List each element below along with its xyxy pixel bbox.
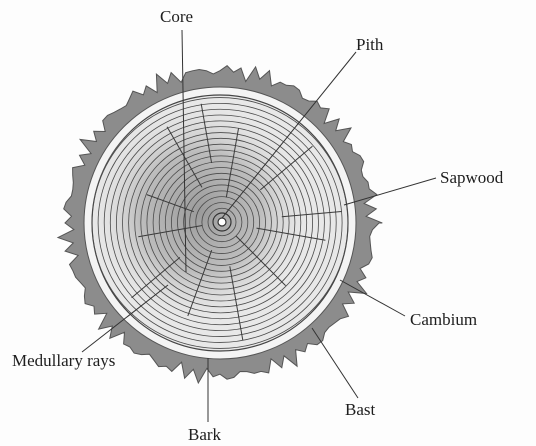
bark-label: Bark (188, 426, 221, 443)
sapwood-label: Sapwood (440, 169, 503, 186)
cambium-label: Cambium (410, 311, 477, 328)
bast-leader-line (312, 328, 358, 398)
medullary-rays-label: Medullary rays (12, 352, 115, 369)
pith-center (218, 218, 226, 226)
pith-label: Pith (356, 36, 383, 53)
core-label: Core (160, 8, 193, 25)
bast-label: Bast (345, 401, 375, 418)
